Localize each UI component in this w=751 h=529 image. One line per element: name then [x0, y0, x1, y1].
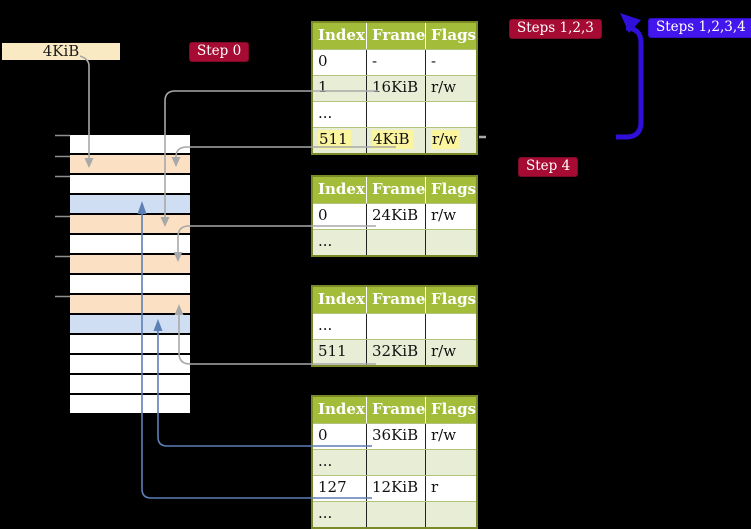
table-header-row: Index Frame Flags [313, 287, 476, 313]
table-row: 0 24KiB r/w [313, 203, 476, 229]
table-row: 127 12KiB r [313, 475, 476, 501]
cell-frame: 32KiB [372, 342, 419, 360]
memory-frame-row [70, 195, 190, 215]
memory-frame-row [70, 235, 190, 255]
cell-frame: 24KiB [372, 206, 419, 224]
table-row: ... [313, 449, 476, 475]
cell-frame: 36KiB [372, 426, 419, 444]
table-row-highlighted: 511 4KiB r/w [313, 127, 476, 153]
table-row: 511 32KiB r/w [313, 339, 476, 365]
cell-flags: r [431, 478, 439, 496]
cell-flags: r/w [431, 206, 457, 224]
physical-memory-column [70, 135, 190, 415]
column-header-index: Index [318, 290, 365, 308]
step4-badge: Step 4 [518, 157, 579, 177]
cell-frame: - [372, 52, 378, 70]
memory-frame-row [70, 275, 190, 295]
page-table-4: Index Frame Flags 0 36KiB r/w ... 127 12… [311, 395, 478, 529]
address-ticks [55, 134, 70, 298]
memory-frame-row [70, 395, 190, 415]
cell-index: 511 [318, 130, 351, 149]
column-header-flags: Flags [425, 177, 476, 203]
table-row: 1 16KiB r/w [313, 75, 476, 101]
cell-index: 1 [318, 78, 328, 96]
memory-frame-row [70, 135, 190, 155]
cell-frame: 16KiB [372, 78, 419, 96]
cell-index: 0 [318, 206, 328, 224]
cell-flags: r/w [431, 426, 457, 444]
table-row: ... [313, 313, 476, 339]
column-header-flags: Flags [425, 397, 476, 423]
cell-index: 0 [318, 52, 328, 70]
step0-badge: Step 0 [189, 42, 250, 62]
column-header-frame: Frame [366, 287, 425, 313]
memory-frame-row [70, 335, 190, 355]
memory-frame-row [70, 175, 190, 195]
cell-index: 0 [318, 426, 328, 444]
cell-flags: r/w [431, 130, 461, 149]
cell-frame: 4KiB [372, 130, 413, 149]
column-header-flags: Flags [425, 23, 476, 49]
cell-index: ... [318, 232, 333, 250]
steps123-badge: Steps 1,2,3 [509, 19, 602, 39]
cell-frame: 12KiB [372, 478, 419, 496]
table-header-row: Index Frame Flags [313, 397, 476, 423]
column-header-index: Index [318, 180, 365, 198]
memory-frame-row [70, 315, 190, 335]
cell-index: ... [318, 104, 333, 122]
cell-flags: - [431, 52, 437, 70]
recursive-loop-arrowhead [620, 13, 641, 33]
memory-frame-row [70, 215, 190, 235]
cell-index: ... [318, 504, 333, 522]
page-table-2: Index Frame Flags 0 24KiB r/w ... [311, 175, 478, 257]
cell-flags: r/w [431, 342, 457, 360]
memory-frame-row [70, 375, 190, 395]
table-row: ... [313, 229, 476, 255]
cell-flags: r/w [431, 78, 457, 96]
table-row: ... [313, 101, 476, 127]
cell-index: 127 [318, 478, 347, 496]
table-row: 0 - - [313, 49, 476, 75]
memory-frame-row [70, 295, 190, 315]
table-header-row: Index Frame Flags [313, 177, 476, 203]
memory-frame-row [70, 155, 190, 175]
cell-index: 511 [318, 342, 347, 360]
page-table-1: Index Frame Flags 0 - - 1 16KiB r/w ... … [311, 21, 478, 155]
table-row: ... [313, 501, 476, 527]
table-header-row: Index Frame Flags [313, 23, 476, 49]
column-header-index: Index [318, 400, 365, 418]
memory-frame-row [70, 355, 190, 375]
column-header-frame: Frame [366, 23, 425, 49]
memory-frame-row [70, 255, 190, 275]
cell-index: ... [318, 316, 333, 334]
column-header-index: Index [318, 26, 365, 44]
recursive-loop-arrow [616, 25, 644, 140]
column-header-frame: Frame [366, 397, 425, 423]
steps1234-badge: Steps 1,2,3,4 [648, 18, 751, 38]
column-header-flags: Flags [425, 287, 476, 313]
table-row: 0 36KiB r/w [313, 423, 476, 449]
column-header-frame: Frame [366, 177, 425, 203]
page-table-3: Index Frame Flags ... 511 32KiB r/w [311, 285, 478, 367]
frame-size-label: 4KiB [2, 43, 120, 60]
cell-index: ... [318, 452, 333, 470]
